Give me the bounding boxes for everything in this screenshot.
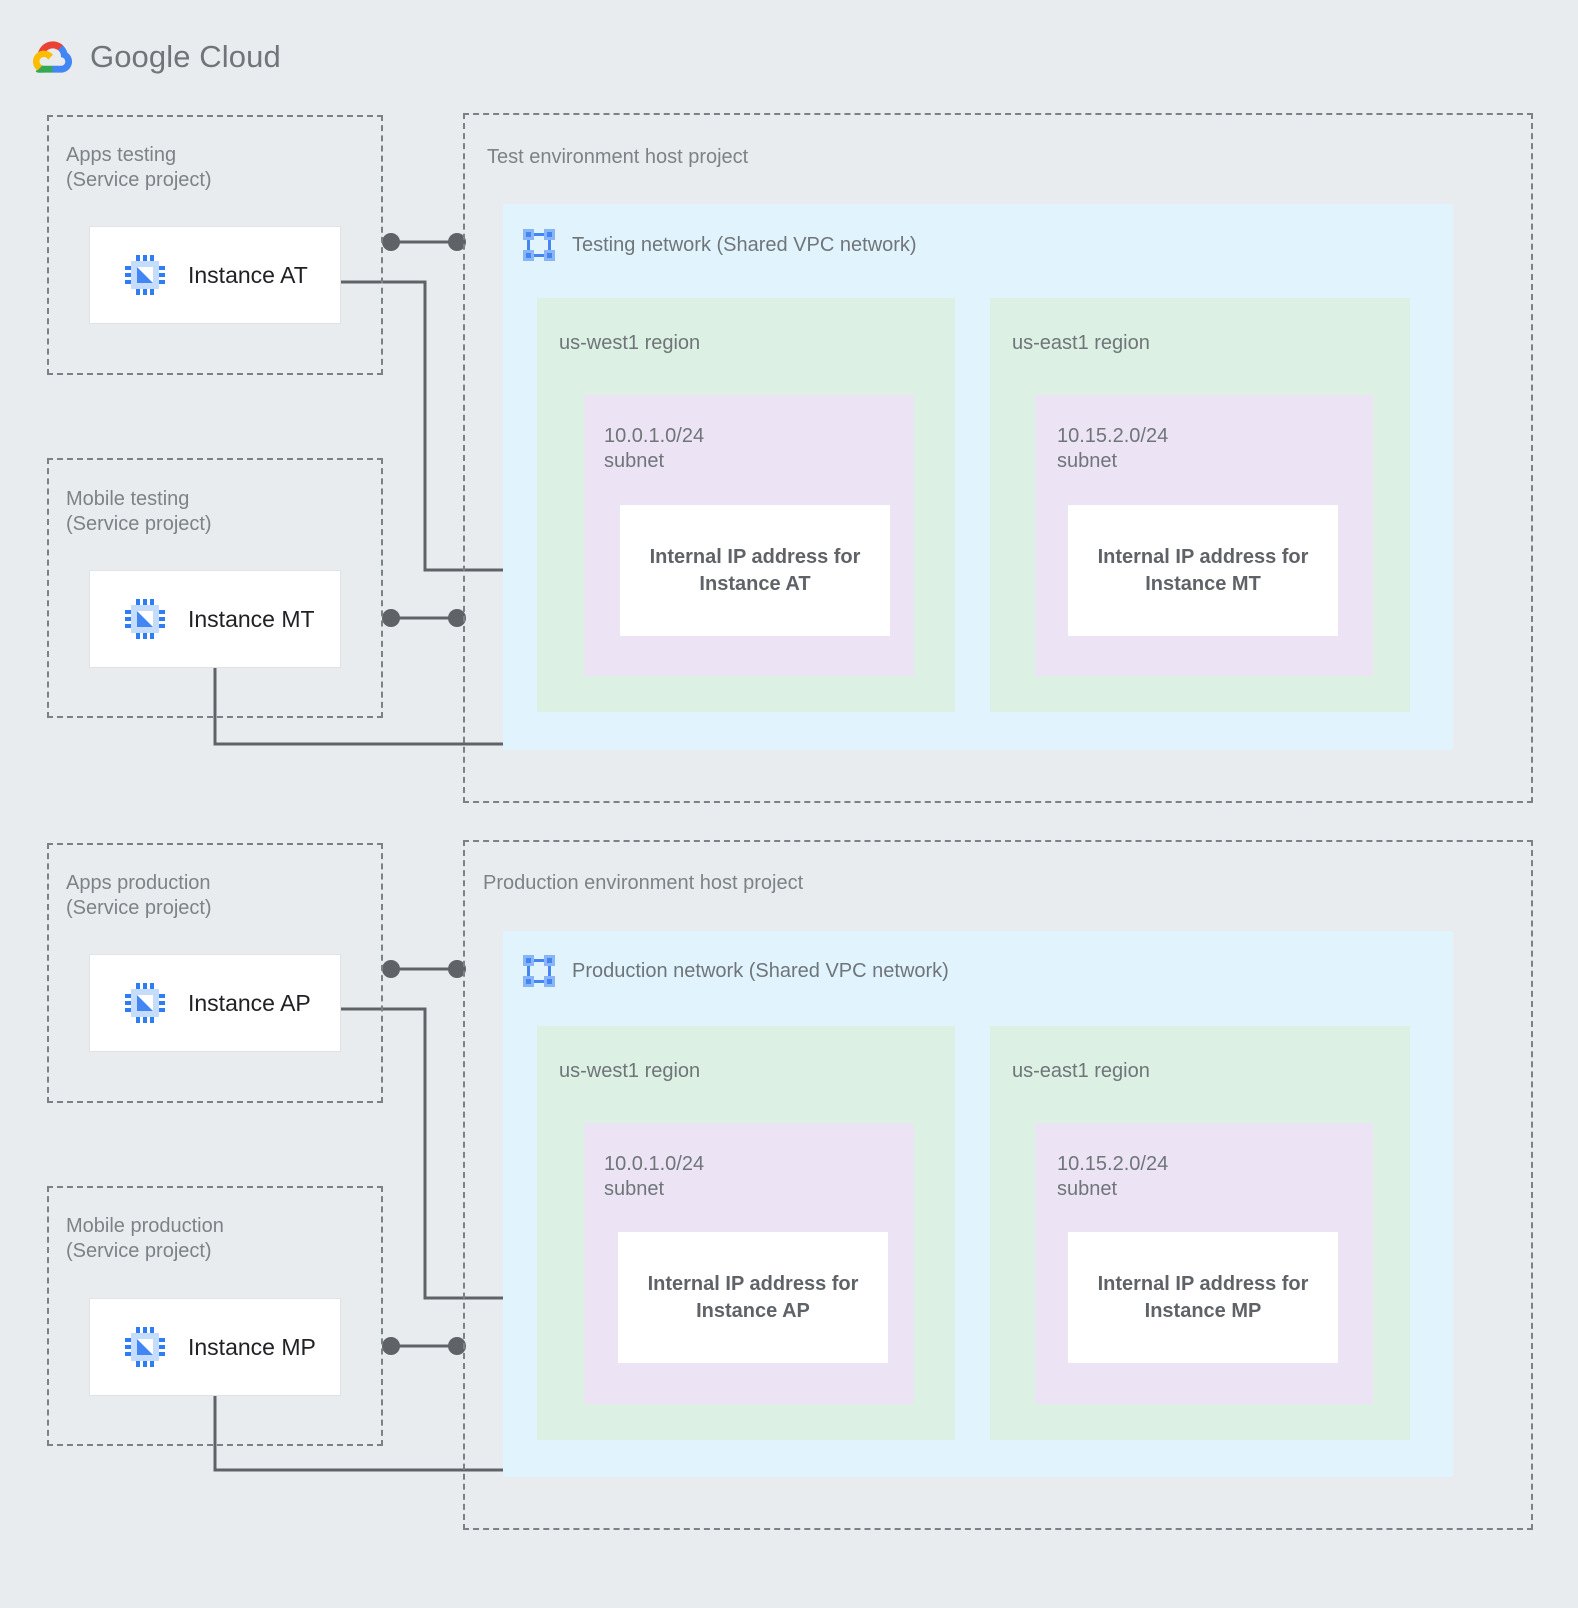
instance-name-ap: Instance AP xyxy=(188,989,311,1016)
vpc-network-production-title: Production network (Shared VPC network) xyxy=(572,960,949,982)
service-project-apps-testing-label: Apps testing (Service project) xyxy=(66,144,212,191)
vpc-network-icon xyxy=(521,227,557,263)
host-project-prod-env-label: Production environment host project xyxy=(483,872,804,894)
region-test-us-east1-label: us-east1 region xyxy=(1012,332,1150,354)
google-cloud-logo: Google Cloud xyxy=(32,34,281,80)
subnet-prod-us-east1-label: 10.15.2.0/24 subnet xyxy=(1057,1153,1169,1200)
subnet-test-us-east1-label: 10.15.2.0/24 subnet xyxy=(1057,425,1169,472)
internal-ip-instance-mp[interactable]: Internal IP address for Instance MP xyxy=(1068,1232,1338,1363)
compute-instance-icon xyxy=(124,254,166,296)
instance-name-mt: Instance MT xyxy=(188,605,315,632)
instance-card-ap[interactable]: Instance AP xyxy=(89,954,341,1052)
host-project-test-env[interactable] xyxy=(463,113,1533,803)
instance-name-mp: Instance MP xyxy=(188,1333,316,1360)
dot-at-attach-left xyxy=(382,233,400,251)
vpc-network-icon xyxy=(521,953,557,989)
service-project-apps-production-label: Apps production (Service project) xyxy=(66,872,212,919)
subnet-prod-us-west1-label: 10.0.1.0/24 subnet xyxy=(604,1153,705,1200)
instance-card-mt[interactable]: Instance MT xyxy=(89,570,341,668)
instance-card-mp[interactable]: Instance MP xyxy=(89,1298,341,1396)
dot-ap-attach-left xyxy=(382,960,400,978)
internal-ip-instance-at[interactable]: Internal IP address for Instance AT xyxy=(620,505,890,636)
vpc-network-testing-title: Testing network (Shared VPC network) xyxy=(572,234,917,256)
subnet-test-us-west1-label: 10.0.1.0/24 subnet xyxy=(604,425,705,472)
host-project-test-env-label: Test environment host project xyxy=(487,146,749,168)
region-prod-us-east1-label: us-east1 region xyxy=(1012,1060,1150,1082)
dot-mt-attach-left xyxy=(382,609,400,627)
service-project-mobile-production-label: Mobile production (Service project) xyxy=(66,1215,224,1262)
internal-ip-instance-mt[interactable]: Internal IP address for Instance MT xyxy=(1068,505,1338,636)
compute-instance-icon xyxy=(124,598,166,640)
service-project-apps-testing[interactable] xyxy=(47,115,383,375)
dot-mp-attach-left xyxy=(382,1337,400,1355)
instance-name-at: Instance AT xyxy=(188,261,308,288)
instance-card-at[interactable]: Instance AT xyxy=(89,226,341,324)
service-project-mobile-testing[interactable] xyxy=(47,458,383,718)
compute-instance-icon xyxy=(124,1326,166,1368)
region-prod-us-west1-label: us-west1 region xyxy=(559,1060,701,1082)
logo-word-cloud: Cloud xyxy=(190,39,281,74)
host-project-prod-env[interactable] xyxy=(463,840,1533,1530)
google-cloud-logo-icon xyxy=(32,34,78,80)
logo-wordmark: Google Cloud xyxy=(90,39,281,75)
service-project-mobile-testing-label: Mobile testing (Service project) xyxy=(66,488,212,535)
internal-ip-instance-ap[interactable]: Internal IP address for Instance AP xyxy=(618,1232,888,1363)
compute-instance-icon xyxy=(124,982,166,1024)
logo-word-google: Google xyxy=(90,39,191,74)
service-project-mobile-production[interactable] xyxy=(47,1186,383,1446)
service-project-apps-production[interactable] xyxy=(47,843,383,1103)
region-test-us-west1-label: us-west1 region xyxy=(559,332,701,354)
